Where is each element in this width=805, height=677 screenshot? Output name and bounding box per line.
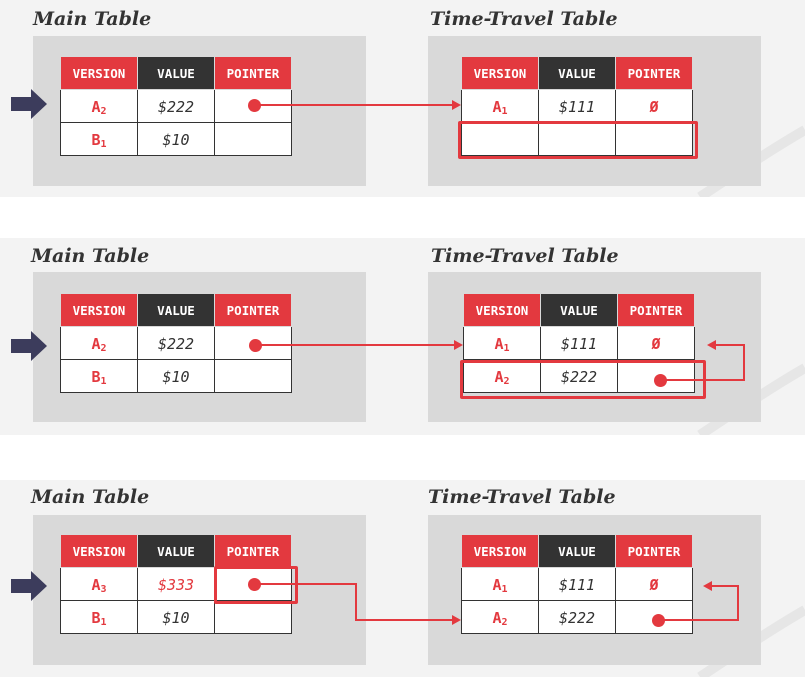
arrow-right-icon <box>11 331 47 361</box>
header-pointer: POINTER <box>214 293 292 327</box>
panel-1: Main Table Time-Travel Table VERSION VAL… <box>0 0 805 197</box>
table-row: A1 $111 Ø <box>461 89 693 123</box>
pointer-cell <box>214 359 292 393</box>
header-version: VERSION <box>60 56 138 90</box>
header-version: VERSION <box>60 293 138 327</box>
version-cell: A2 <box>60 326 138 360</box>
table-row: A1 $111 Ø <box>463 326 695 360</box>
header-version: VERSION <box>463 293 541 327</box>
panel-3: Main Table Time-Travel Table VERSION VAL… <box>0 480 805 677</box>
value-cell: $111 <box>538 89 616 123</box>
pointer-dot <box>654 374 667 387</box>
table-row: B1 $10 <box>60 122 292 156</box>
version-cell: A1 <box>461 567 539 601</box>
value-cell: $10 <box>137 600 215 634</box>
time-travel-table-title: Time-Travel Table <box>431 245 619 267</box>
value-cell: $10 <box>137 122 215 156</box>
table-row: A3 $333 <box>60 567 292 601</box>
header-version: VERSION <box>461 534 539 568</box>
time-travel-table-title: Time-Travel Table <box>428 486 616 508</box>
time-travel-table: VERSION VALUE POINTER A1 $111 Ø A2 $222 <box>463 293 695 393</box>
value-cell: $222 <box>137 89 215 123</box>
time-travel-table-title: Time-Travel Table <box>430 8 618 30</box>
main-table-title: Main Table <box>33 8 152 30</box>
version-cell: B1 <box>60 122 138 156</box>
version-cell <box>461 122 539 156</box>
table-row: B1 $10 <box>60 359 292 393</box>
header-value: VALUE <box>137 293 215 327</box>
version-cell: B1 <box>60 600 138 634</box>
main-table: VERSION VALUE POINTER A2 $222 B1 $10 <box>60 293 292 393</box>
main-table-title: Main Table <box>31 486 150 508</box>
pointer-arrow <box>254 581 739 625</box>
decorative-swirl <box>697 605 805 677</box>
header-value: VALUE <box>538 56 616 90</box>
pointer-cell: Ø <box>617 326 695 360</box>
table-row <box>461 122 693 156</box>
value-cell: $222 <box>538 600 616 634</box>
header-pointer: POINTER <box>617 293 695 327</box>
version-cell: A1 <box>463 326 541 360</box>
pointer-arrow <box>254 100 461 110</box>
header-value: VALUE <box>538 534 616 568</box>
pointer-cell: Ø <box>615 89 693 123</box>
pointer-dot <box>249 339 262 352</box>
decorative-swirl <box>697 125 805 197</box>
time-travel-table: VERSION VALUE POINTER A1 $111 Ø A2 $222 <box>461 534 693 634</box>
pointer-dot <box>652 614 665 627</box>
header-version: VERSION <box>60 534 138 568</box>
value-cell: $111 <box>540 326 618 360</box>
pointer-cell <box>615 122 693 156</box>
value-cell: $333 <box>137 567 215 601</box>
table-row: A1 $111 Ø <box>461 567 693 601</box>
value-cell: $111 <box>538 567 616 601</box>
pointer-dot <box>248 578 261 591</box>
header-pointer: POINTER <box>615 534 693 568</box>
arrow-right-icon <box>11 571 47 601</box>
arrow-right-icon <box>11 89 47 119</box>
table-row: B1 $10 <box>60 600 292 634</box>
pointer-cell <box>214 600 292 634</box>
main-table: VERSION VALUE POINTER A2 $222 B1 $10 <box>60 56 292 156</box>
main-table-title: Main Table <box>31 245 150 267</box>
header-pointer: POINTER <box>214 56 292 90</box>
table-row: A2 $222 <box>461 600 693 634</box>
table-row: A2 $222 <box>463 359 695 393</box>
table-row: A2 $222 <box>60 326 292 360</box>
main-table: VERSION VALUE POINTER A3 $333 B1 $10 <box>60 534 292 634</box>
value-cell: $222 <box>137 326 215 360</box>
new-row-highlight <box>458 121 698 159</box>
time-travel-table: VERSION VALUE POINTER A1 $111 Ø <box>461 56 693 156</box>
header-value: VALUE <box>540 293 618 327</box>
value-cell <box>538 122 616 156</box>
panel-2: Main Table Time-Travel Table VERSION VAL… <box>0 238 805 435</box>
header-value: VALUE <box>137 534 215 568</box>
version-cell: A2 <box>461 600 539 634</box>
pointer-cell <box>214 122 292 156</box>
pointer-arrow <box>255 340 745 381</box>
header-version: VERSION <box>461 56 539 90</box>
pointer-dot <box>248 99 261 112</box>
version-cell: A3 <box>60 567 138 601</box>
pointer-cell: Ø <box>615 567 693 601</box>
version-cell: A2 <box>60 89 138 123</box>
decorative-swirl <box>697 363 805 435</box>
version-cell: A2 <box>463 359 541 393</box>
header-pointer: POINTER <box>615 56 693 90</box>
